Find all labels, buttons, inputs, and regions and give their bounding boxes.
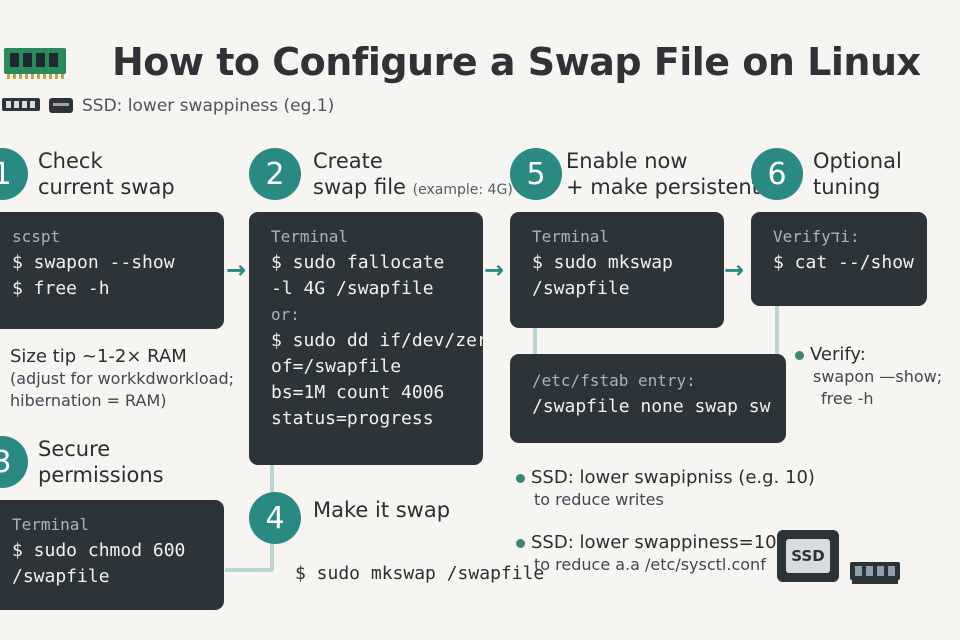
terminal-label: Terminal (271, 227, 349, 246)
step-3-terminal: Terminal $ sudo chmod 600 /swapfile (0, 500, 224, 610)
step-3-heading: Secure permissions (38, 437, 164, 487)
arrow-right-icon: → (724, 256, 745, 284)
arrow-right-icon: → (484, 256, 505, 284)
ssd-icon: SSD (777, 530, 839, 582)
ram-small-icon (2, 98, 40, 111)
terminal-line: of=/swapfile (271, 356, 402, 377)
connector-line (225, 568, 273, 572)
fstab-terminal: /etc/fstab entry: /swapfile none swap sw (510, 354, 786, 443)
step-5-heading: Enable now + make persistent (566, 149, 760, 199)
terminal-line: $ free -h (12, 278, 110, 299)
step-1-terminal: scspt $ swapon --show $ free -h (0, 212, 224, 329)
terminal-line: $ swapon --show (12, 252, 175, 273)
terminal-line: bs=1M count 4006 (271, 382, 445, 403)
step-1-number: 1 (0, 148, 28, 200)
step-4-heading: Make it swap (313, 498, 451, 522)
terminal-line: $ sudo mkswap (532, 252, 673, 273)
ssd-small-icon (49, 98, 73, 113)
terminal-line: $ sudo fallocate (271, 252, 445, 273)
bullet-icon (795, 350, 804, 360)
size-tip-note: Size tip ~1-2× RAM (adjust for workkdwor… (10, 346, 235, 410)
terminal-line: /swapfile (12, 566, 110, 587)
terminal-line: status=progress (271, 408, 434, 429)
step-2-number: 2 (249, 148, 301, 200)
step-2-terminal: Terminal $ sudo fallocate -l 4G /swapfil… (249, 212, 499, 465)
step-6-terminal: Verifyדi: $ cat --/show (751, 212, 927, 306)
terminal-line: $ cat --/show (773, 252, 914, 273)
terminal-line: /swapfile (532, 278, 630, 299)
step-5-number: 5 (510, 148, 562, 200)
terminal-label: Terminal (12, 515, 90, 534)
fstab-label: /etc/fstab entry: (532, 371, 696, 390)
terminal-line: -l 4G /swapfile (271, 278, 434, 299)
verify-note: Verify: swapon —show; free -h (795, 344, 942, 410)
bullet-icon (516, 473, 525, 483)
subtitle: SSD: lower swappiness (eg.1) (82, 96, 335, 116)
arrow-right-icon: → (226, 256, 247, 284)
step-6-heading: Optional tuning (813, 149, 902, 199)
page-title: How to Configure a Swap File on Linux (112, 40, 921, 84)
ssd-note-1: SSD: lower swapipniss (e.g. 10) to reduc… (516, 467, 815, 511)
terminal-line: or: (271, 305, 300, 324)
step-4-number: 4 (249, 492, 301, 544)
step-4-command: $ sudo mkswap /swapfile (295, 563, 545, 584)
ssd-badge-label: SSD (786, 539, 830, 573)
step-3-number: 3 (0, 436, 28, 488)
ram-module-icon (850, 562, 900, 584)
ssd-note-2: SSD: lower swappiness=10) to reduce a.a … (516, 532, 784, 576)
terminal-label: Terminal (532, 227, 610, 246)
step-6-number: 6 (751, 148, 803, 200)
ram-icon (4, 48, 66, 79)
connector-line (775, 306, 779, 354)
terminal-label: Verifyדi: (773, 227, 860, 246)
terminal-line: $ sudo dd if/dev/zero (271, 330, 499, 351)
step-1-heading: Check current swap (38, 149, 175, 199)
step-5-terminal: Terminal $ sudo mkswap /swapfile (510, 212, 724, 328)
terminal-line: $ sudo chmod 600 (12, 540, 186, 561)
terminal-label: scspt (12, 227, 61, 246)
connector-line (533, 328, 537, 354)
fstab-line: /swapfile none swap sw (532, 396, 771, 417)
bullet-icon (516, 538, 525, 548)
step-2-heading: Create swap file (example: 4G) (313, 149, 513, 199)
